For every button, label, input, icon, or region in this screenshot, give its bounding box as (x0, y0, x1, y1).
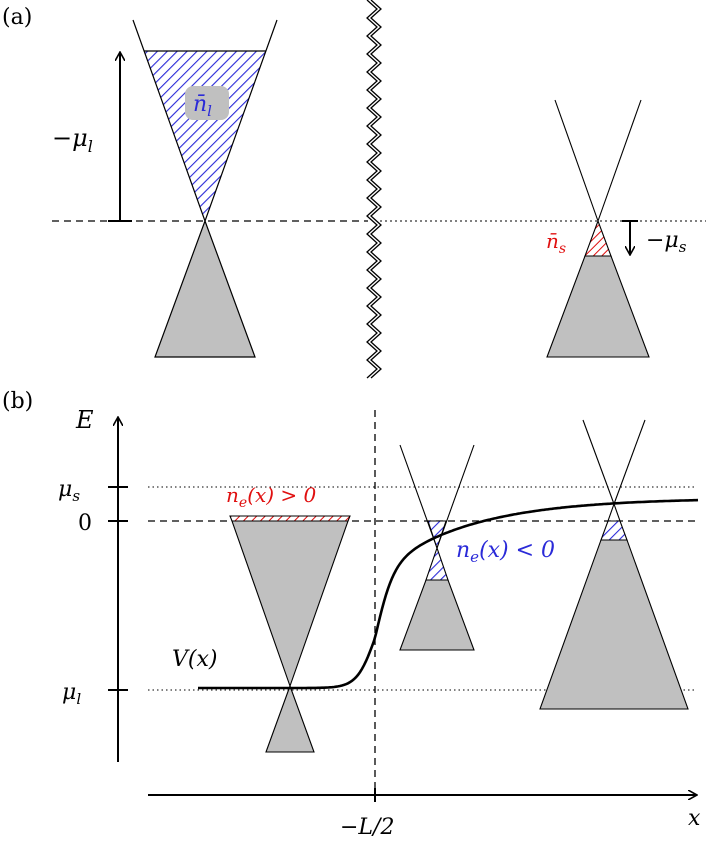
break-zigzag (366, 0, 378, 379)
right-cone-b-lower-filled (539, 539, 689, 710)
right-cone-red-hatch (584, 219, 612, 257)
right-cone-lower-filled (546, 255, 650, 358)
panel-b: (b) E x μs 0 μl −L/2 ne(x) > 0 ne (2, 389, 701, 840)
zero-tick-label: 0 (78, 511, 92, 536)
potential-curve (198, 498, 699, 690)
left-cone-line-left (132, 19, 206, 222)
ne-negative-label: ne(x) < 0 (456, 538, 555, 566)
x-axis-label: x (688, 806, 701, 831)
mu-s-label: −μs (646, 228, 687, 256)
left-cone-upper-filled (144, 51, 266, 221)
left-cone-b-upper-filled (231, 520, 349, 688)
right-cone-b-line-left (582, 419, 615, 505)
mid-cone-blue-bottom (425, 546, 449, 581)
break-zigzag-2 (370, 0, 382, 379)
right-cone-b-blue-strip (600, 520, 628, 541)
ne-positive-label: ne(x) > 0 (226, 483, 317, 511)
mu-s-tick-label: μs (58, 477, 80, 505)
right-cone-b-upper-small (607, 502, 621, 522)
right-cone-line-left (554, 99, 599, 222)
left-cone-lower-filled (154, 219, 256, 358)
panel-b-tag: (b) (2, 389, 33, 414)
v-label: V(x) (172, 647, 217, 672)
left-cone-b-lower-filled (265, 684, 315, 753)
n-l-label-bg (185, 86, 229, 120)
left-cone-line-right (204, 19, 278, 222)
n-l-label: n̄l (193, 92, 212, 120)
right-cone-line-right (597, 99, 642, 222)
n-s-label: n̄s (546, 229, 566, 257)
right-cone-b-line-right (613, 419, 646, 505)
mu-l-tick-label: μl (62, 680, 81, 708)
x-tick-label: −L/2 (340, 815, 394, 840)
mu-l-label: −μl (52, 124, 93, 156)
panel-a: (a) n̄l −μl n̄s −μs (2, 0, 706, 379)
left-cone-b-red-strip (229, 515, 351, 522)
e-axis-label: E (75, 406, 94, 434)
mid-cone-lower-filled (399, 579, 475, 651)
panel-a-tag: (a) (2, 5, 32, 30)
